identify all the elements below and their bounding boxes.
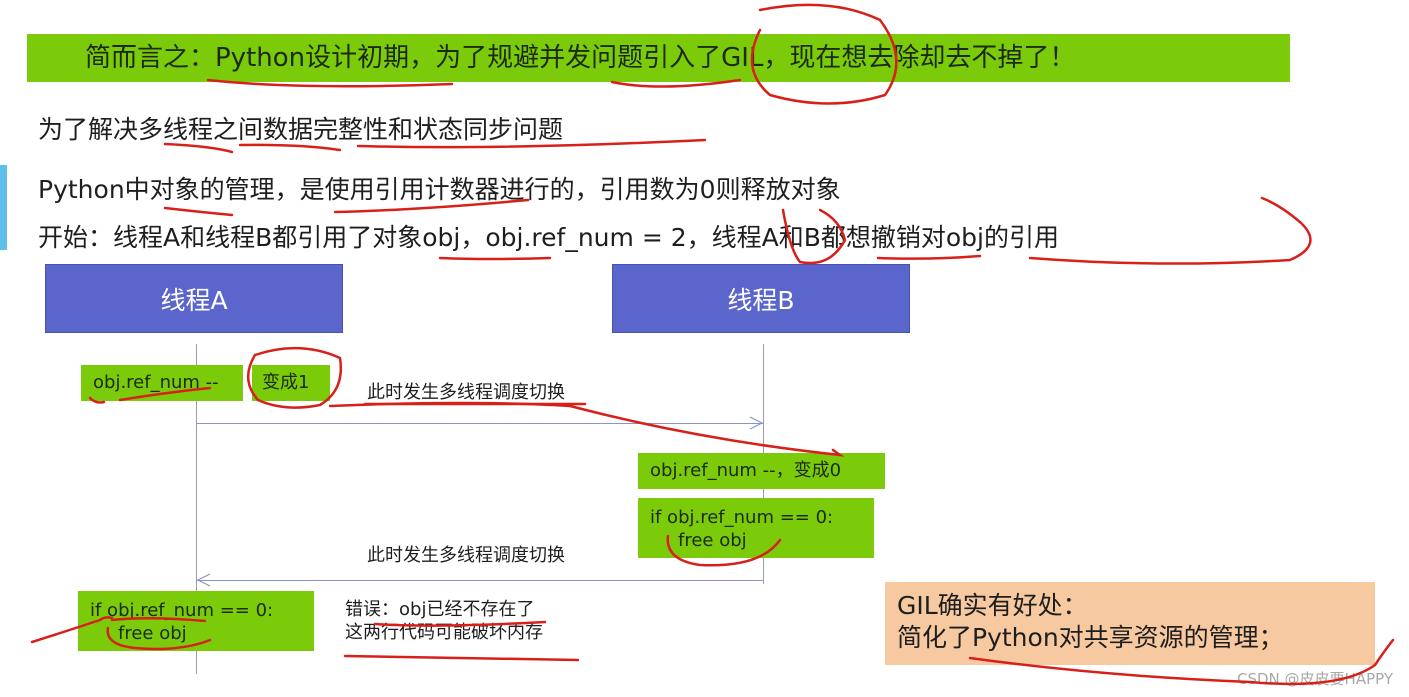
error-line-1: 错误：obj已经不存在了 [345,599,535,620]
thread-a-decrement-box: obj.ref_num -- [81,365,243,401]
thread-b-free-line: free obj [678,530,747,551]
thread-a-label: 线程A [160,285,228,315]
thread-b-if-line: if obj.ref_num == 0: [650,507,834,528]
arrow-left-icon [196,573,211,587]
thread-a-lifeline [196,344,197,674]
slide-accent-bar [0,165,7,250]
refcount-text: Python中对象的管理，是使用引用计数器进行的，引用数为0则释放对象 [38,175,841,204]
switch-label-2: 此时发生多线程调度切换 [367,545,565,566]
benefit-detail: 简化了Python对共享资源的管理； [897,623,1284,652]
thread-a-decrement-code: obj.ref_num -- [93,372,219,393]
switch-label-1: 此时发生多线程调度切换 [367,382,565,403]
thread-b-free-box: if obj.ref_num == 0: free obj [638,498,874,558]
csdn-watermark: CSDN @皮皮要HAPPY [1237,670,1393,688]
start-text: 开始：线程A和线程B都引用了对象obj，obj.ref_num = 2，线程A和… [38,223,1059,252]
thread-a-header: 线程A [45,264,343,333]
purpose-text: 为了解决多线程之间数据完整性和状态同步问题 [38,115,564,144]
gil-benefit-box: GIL确实有好处： 简化了Python对共享资源的管理； [885,582,1375,665]
summary-banner: 简而言之：Python设计初期，为了规避并发问题引入了GIL，现在想去除却去不掉… [27,34,1290,82]
thread-a-free-line: free obj [118,623,187,644]
error-note: 错误：obj已经不存在了 这两行代码可能破坏内存 [345,598,543,644]
benefit-title: GIL确实有好处： [897,591,1088,620]
thread-a-free-box: if obj.ref_num == 0: free obj [78,591,314,651]
arrow-right-icon [749,416,764,430]
thread-a-result-text: 变成1 [262,372,310,393]
thread-a-result-box: 变成1 [252,365,330,401]
thread-b-decrement-text: obj.ref_num --，变成0 [650,460,842,481]
switch-arrow-b-to-a [196,580,763,581]
thread-b-decrement-box: obj.ref_num --，变成0 [638,453,885,489]
thread-b-header: 线程B [612,264,910,333]
error-line-2: 这两行代码可能破坏内存 [345,622,543,643]
thread-a-if-line: if obj.ref_num == 0: [90,600,274,621]
thread-b-label: 线程B [727,285,795,315]
switch-arrow-a-to-b [196,423,763,424]
